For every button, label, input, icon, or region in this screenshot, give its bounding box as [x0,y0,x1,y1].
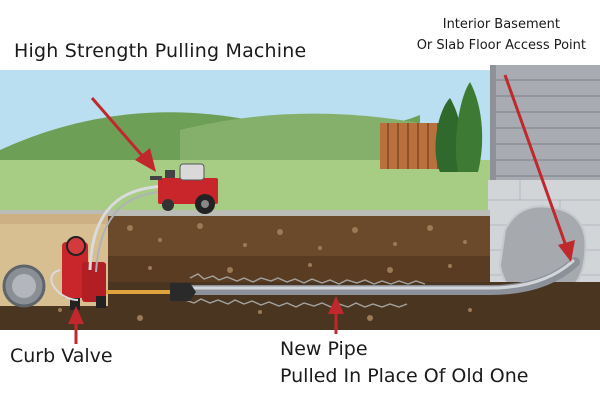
new-pipe-label: New Pipe Pulled In Place Of Old One [280,336,528,390]
pipe-head [170,283,196,301]
arrow-new-pipe [328,296,344,334]
pulling-machine-icon [150,163,218,214]
pipe-debris [184,273,426,308]
new-pipe-label-line1: New Pipe [280,338,368,360]
tree-icon [435,82,483,172]
new-pipe [175,257,580,295]
soil-pebbles [58,223,472,321]
interior-access-label-line2: Or Slab Floor Access Point [416,38,586,53]
curb-valve-label: Curb Valve [10,345,113,367]
interior-access-label: Interior Basement Or Slab Floor Access P… [417,14,586,56]
arrow-curb-valve [68,306,84,344]
curb-valve-icon [62,236,106,310]
arrow-machine [90,97,156,172]
new-pipe-label-line2: Pulled In Place Of Old One [280,365,529,387]
topsoil [0,210,490,216]
old-pipe-icon [2,264,46,308]
arrow-interior [503,74,575,262]
interior-access-label-line1: Interior Basement [442,17,560,32]
machine-label: High Strength Pulling Machine [14,40,307,62]
